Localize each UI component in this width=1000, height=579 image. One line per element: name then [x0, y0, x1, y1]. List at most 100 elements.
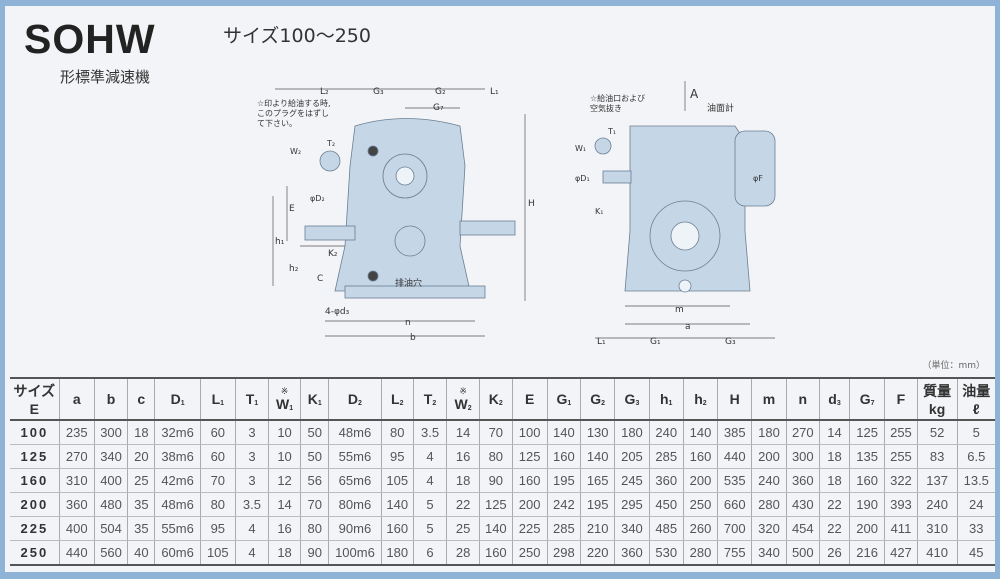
- value-cell: 25: [127, 468, 155, 493]
- value-cell: 3.5: [412, 420, 447, 445]
- value-cell: 5: [412, 492, 447, 517]
- column-header: K2: [479, 378, 513, 421]
- value-cell: 322: [884, 468, 918, 493]
- value-cell: 18: [446, 468, 480, 493]
- value-cell: 530: [648, 540, 684, 566]
- dim-W1: W₁: [575, 144, 586, 153]
- value-cell: 18: [268, 540, 301, 566]
- value-cell: 80: [380, 420, 414, 445]
- dim-H: H: [528, 199, 535, 209]
- header-label: d: [828, 391, 837, 407]
- value-cell: 500: [785, 540, 820, 566]
- dim-K2: K₂: [328, 249, 338, 259]
- column-header: a: [58, 378, 95, 421]
- value-cell: 4: [412, 444, 447, 469]
- value-cell: 200: [511, 492, 548, 517]
- value-cell: 360: [58, 492, 95, 517]
- value-cell: 70: [479, 420, 513, 445]
- header-subscript: 2: [399, 400, 404, 407]
- size-cell: 250: [10, 540, 60, 566]
- oil-inlet-note: ☆給油口および: [590, 93, 645, 103]
- value-cell: 42m6: [154, 468, 201, 493]
- value-cell: 140: [580, 444, 615, 469]
- value-cell: 295: [614, 492, 650, 517]
- header-subscript: 1: [180, 400, 185, 407]
- value-cell: 385: [717, 420, 752, 445]
- header-label: D: [347, 391, 359, 407]
- header-subscript: 2: [467, 404, 472, 412]
- value-cell: 270: [58, 444, 95, 469]
- value-cell: 3: [234, 444, 269, 469]
- header-label: D: [170, 391, 181, 407]
- value-cell: 280: [751, 492, 787, 517]
- header-label: W: [276, 395, 290, 412]
- value-cell: 14: [268, 492, 301, 517]
- dim-a: a: [685, 322, 691, 332]
- front-view-drawing: L₂ G₃ G₂ G₇ L₁ H E h₁ h₂ C K₂ φD₂ W₂ T₂ …: [257, 87, 535, 343]
- column-header: F: [884, 378, 918, 421]
- oil-note-line: て下さい。: [257, 119, 297, 128]
- value-cell: 235: [58, 420, 95, 445]
- oil-gauge-label: 油面計: [707, 102, 734, 114]
- value-cell: 160: [849, 468, 885, 493]
- header-subscript: 2: [432, 400, 437, 407]
- value-cell: 190: [849, 492, 885, 517]
- oil-note-line: ☆印より給油する時,: [257, 98, 331, 108]
- dim-d3: 4-φd₃: [325, 307, 350, 317]
- dim-G3: G₃: [373, 87, 384, 97]
- value-cell: 255: [884, 444, 918, 469]
- value-cell: 16: [446, 444, 480, 469]
- header-label: c: [137, 391, 146, 407]
- size-cell: 200: [10, 492, 60, 517]
- dim-L1: L₁: [490, 87, 499, 97]
- value-cell: 35: [127, 492, 155, 517]
- value-cell: 55m6: [154, 516, 201, 541]
- header-subscript: 2: [601, 400, 606, 407]
- value-cell: 48m6: [154, 492, 201, 517]
- value-cell: 504: [93, 516, 128, 541]
- header-subscript: 7: [870, 400, 875, 407]
- header-label: 質量: [923, 383, 952, 399]
- value-cell: 255: [884, 420, 918, 445]
- column-header: L2: [380, 378, 414, 421]
- header-subscript: 2: [498, 400, 503, 407]
- value-cell: 410: [916, 540, 958, 566]
- value-cell: 285: [546, 516, 581, 541]
- value-cell: 160: [682, 444, 718, 469]
- value-cell: 125: [479, 492, 513, 517]
- header-label: K: [488, 391, 499, 407]
- header-label: サイズ: [13, 383, 56, 399]
- value-cell: 180: [380, 540, 414, 566]
- header-subscript: 1: [220, 400, 225, 407]
- value-cell: 260: [682, 516, 718, 541]
- dim-h2: h₂: [289, 264, 299, 274]
- value-cell: 3: [234, 468, 269, 493]
- value-cell: 13.5: [956, 468, 995, 493]
- value-cell: 298: [546, 540, 581, 566]
- value-cell: 5: [956, 420, 995, 445]
- header-subscript: 1: [289, 404, 294, 412]
- value-cell: 22: [818, 516, 850, 541]
- header-label: L: [211, 391, 221, 407]
- catalog-page: SOHW 形標準減速機 サイズ100～250 L₂ G₃ G₂ G₇ L₁ H …: [5, 6, 995, 572]
- value-cell: 340: [93, 444, 128, 469]
- value-cell: 14: [446, 420, 480, 445]
- value-cell: 3: [234, 420, 269, 445]
- value-cell: 225: [511, 516, 548, 541]
- value-cell: 56: [300, 468, 329, 493]
- dim-E: E: [289, 204, 295, 214]
- column-header: K1: [300, 378, 329, 421]
- header-label: G: [859, 391, 871, 407]
- value-cell: 427: [884, 540, 918, 566]
- value-cell: 250: [511, 540, 548, 566]
- value-cell: 210: [580, 516, 615, 541]
- header-subscript: 1: [567, 400, 572, 407]
- header-sublabel: ℓ: [972, 401, 980, 417]
- value-cell: 50: [300, 420, 329, 445]
- value-cell: 285: [648, 444, 684, 469]
- column-header: G2: [580, 378, 615, 421]
